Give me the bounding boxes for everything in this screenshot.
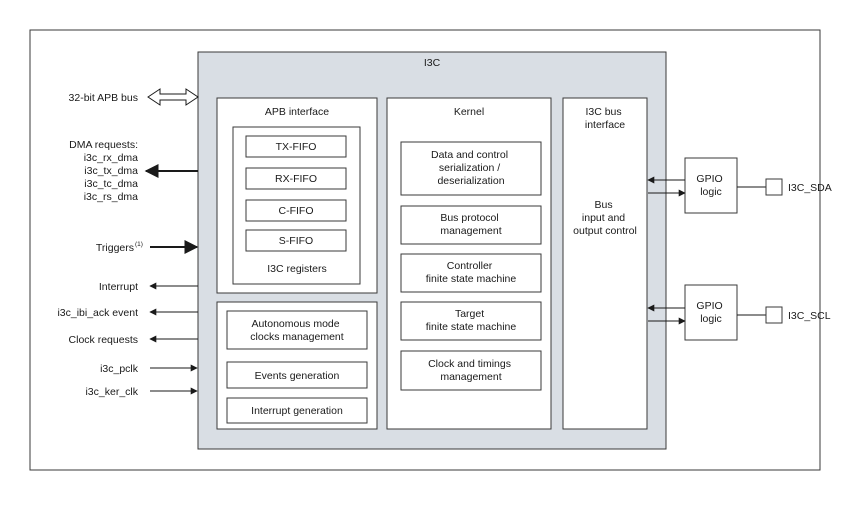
- serialization-line1: Data and control: [431, 149, 508, 161]
- dma-tc-label: i3c_tc_dma: [84, 178, 138, 190]
- controller-fsm-line2: finite state machine: [426, 273, 517, 285]
- bus-interface-box: [562, 97, 648, 430]
- apb-interface-title: APB interface: [265, 106, 329, 118]
- registers-label: I3C registers: [267, 263, 327, 275]
- gpio-scl-line1: GPIO: [696, 300, 722, 312]
- dma-requests-title: DMA requests:: [69, 139, 138, 151]
- bus-interface-title-line1: I3C bus: [585, 106, 621, 118]
- clock-requests-label: Clock requests: [69, 334, 138, 346]
- ibi-ack-label: i3c_ibi_ack event: [57, 307, 138, 319]
- bus-protocol-line2: management: [440, 225, 501, 237]
- clock-timings-line2: management: [440, 371, 501, 383]
- kernel-clock-timings-label: Clock and timings management: [428, 358, 514, 383]
- c-fifo-label: C-FIFO: [279, 205, 314, 217]
- apb-bus-double-arrow: [147, 88, 199, 106]
- events-generation-label: Events generation: [255, 370, 340, 382]
- gpio-sda-line1: GPIO: [696, 173, 722, 185]
- gpio-scl-box: [684, 284, 738, 341]
- kernel-target-fsm-box: [400, 301, 542, 341]
- serialization-line3: deserialization: [437, 175, 504, 187]
- target-fsm-line2: finite state machine: [426, 321, 517, 333]
- triggers-label: Triggers: [96, 242, 134, 254]
- rx-fifo-box: [245, 167, 347, 190]
- c-fifo-box: [245, 199, 347, 222]
- apb-bus-label: 32-bit APB bus: [69, 92, 138, 104]
- autonomous-clocks-label: Autonomous mode clocks management: [250, 318, 343, 343]
- dma-rs-label: i3c_rs_dma: [84, 191, 138, 203]
- triggers-text: Triggers: [96, 242, 134, 254]
- interrupt-generation-label: Interrupt generation: [251, 405, 343, 417]
- kernel-serialization-box: [400, 141, 542, 196]
- kernel-controller-fsm-label: Controller finite state machine: [426, 260, 517, 285]
- sda-pin-square: [765, 178, 783, 196]
- kernel-target-fsm-label: Target finite state machine: [426, 308, 517, 333]
- bus-interface-title-line2: interface: [585, 119, 625, 131]
- dma-tx-label: i3c_tx_dma: [84, 165, 138, 177]
- bus-protocol-line1: Bus protocol: [440, 212, 498, 224]
- i3c-block-title: I3C: [424, 57, 441, 69]
- bus-interface-content-line2: input and: [582, 212, 625, 224]
- interrupt-label: Interrupt: [99, 281, 138, 293]
- serialization-line2: serialization /: [439, 162, 500, 174]
- target-fsm-line1: Target: [455, 308, 484, 320]
- gpio-scl-line2: logic: [700, 313, 722, 325]
- gpio-sda-label: GPIO logic: [696, 173, 725, 198]
- gpio-sda-line2: logic: [700, 186, 722, 198]
- kernel-controller-fsm-box: [400, 253, 542, 293]
- bus-interface-content: Bus input and output control: [573, 199, 637, 237]
- s-fifo-label: S-FIFO: [279, 235, 313, 247]
- bus-interface-title: I3C bus interface: [585, 106, 625, 131]
- gpio-scl-label: GPIO logic: [696, 300, 725, 325]
- tx-fifo-label: TX-FIFO: [276, 141, 317, 153]
- sda-pin-label: I3C_SDA: [788, 182, 832, 194]
- autonomous-clocks-line1: Autonomous mode: [251, 318, 339, 330]
- pclk-label: i3c_pclk: [100, 363, 139, 375]
- autonomous-clocks-line2: clocks management: [250, 331, 343, 343]
- ker-clk-label: i3c_ker_clk: [85, 386, 138, 398]
- controller-fsm-line1: Controller: [447, 260, 493, 272]
- gpio-sda-box: [684, 157, 738, 214]
- kernel-bus-protocol-box: [400, 205, 542, 245]
- s-fifo-box: [245, 229, 347, 252]
- kernel-bus-protocol-label: Bus protocol management: [440, 212, 501, 237]
- kernel-clock-timings-box: [400, 350, 542, 391]
- dma-rx-label: i3c_rx_dma: [84, 152, 138, 164]
- events-generation-box: [226, 361, 368, 389]
- kernel-serialization-label: Data and control serialization / deseria…: [431, 149, 511, 187]
- bus-interface-content-line3: output control: [573, 225, 637, 237]
- clock-timings-line1: Clock and timings: [428, 358, 511, 370]
- bus-interface-content-line1: Bus: [594, 199, 612, 211]
- interrupt-generation-box: [226, 397, 368, 424]
- scl-pin-square: [765, 306, 783, 324]
- autonomous-clocks-box: [226, 310, 368, 350]
- scl-pin-label: I3C_SCL: [788, 310, 831, 322]
- rx-fifo-label: RX-FIFO: [275, 173, 317, 185]
- outer-frame: [29, 29, 821, 471]
- tx-fifo-box: [245, 135, 347, 158]
- kernel-title: Kernel: [454, 106, 484, 118]
- triggers-note: (1): [135, 241, 143, 248]
